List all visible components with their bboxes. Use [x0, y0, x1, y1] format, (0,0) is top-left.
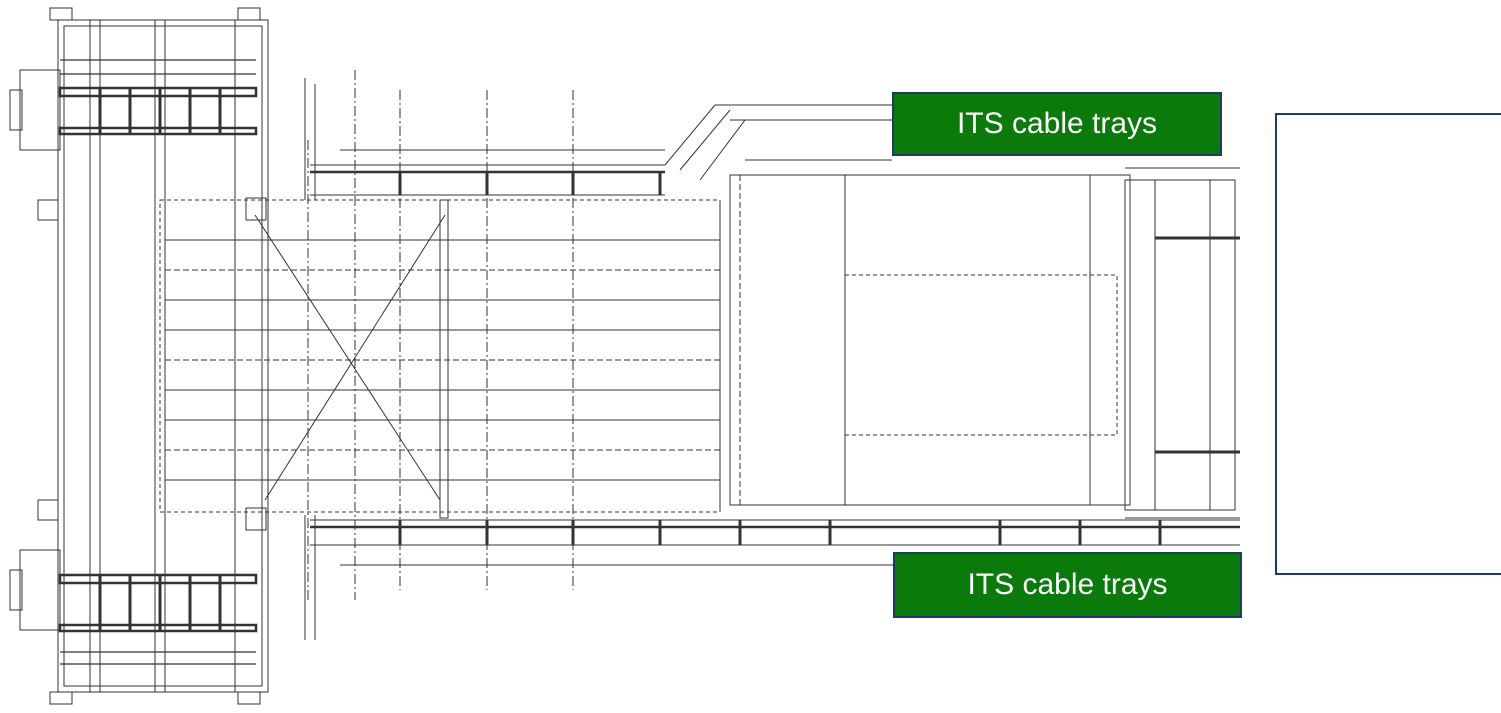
label-its-cable-trays-top: ITS cable trays	[892, 92, 1222, 156]
empty-frame-box	[1275, 113, 1501, 575]
bottom-tray-structure	[304, 515, 1240, 640]
right-end-structure	[1124, 167, 1240, 519]
label-its-cable-trays-bottom: ITS cable trays	[893, 552, 1242, 618]
left-frame-structure	[9, 7, 269, 705]
central-chamber	[729, 174, 1131, 506]
top-tray-structure	[304, 78, 892, 200]
bottom-frame-bars	[58, 573, 258, 665]
platform-grid	[159, 70, 721, 600]
top-frame-bars	[58, 59, 258, 136]
